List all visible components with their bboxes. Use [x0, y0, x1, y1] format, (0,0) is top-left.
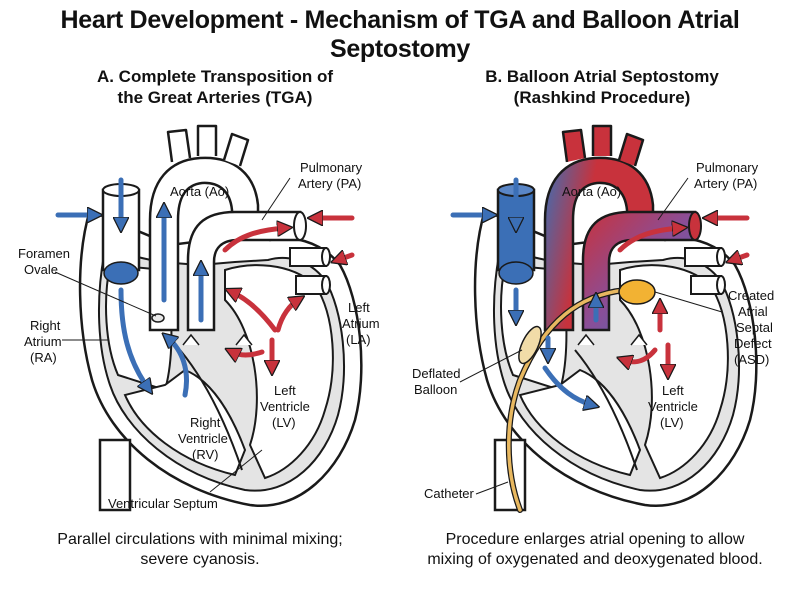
- panel-b-heart: Aorta (Ao) Pulmonary Artery (PA) Created…: [412, 124, 774, 513]
- label-asd-line1-b: Created: [728, 288, 774, 303]
- panel-b-caption: Procedure enlarges atrial opening to all…: [405, 530, 785, 570]
- ventricular-septum-b: [574, 349, 638, 471]
- red-arrow-lv-b: [624, 347, 658, 362]
- pulm-vein-upper-b: [684, 247, 722, 267]
- pulm-vein-upper-end-a: [321, 247, 331, 267]
- leader-lines-a: [54, 177, 291, 493]
- panel-a-caption-line1: Parallel circulations with minimal mixin…: [57, 531, 343, 548]
- aortic-branches-b: [561, 124, 645, 167]
- label-catheter-b: Catheter: [424, 486, 475, 501]
- panel-b-title-line2: (Rashkind Procedure): [513, 88, 691, 107]
- label-la-line2-a: Atrium: [342, 316, 380, 331]
- label-la-line1-a: Left: [348, 300, 370, 315]
- label-asd-line5-b: (ASD): [734, 352, 769, 367]
- label-lv-line1-b: Left: [662, 383, 684, 398]
- label-pa-line1-b: Pulmonary: [696, 160, 759, 175]
- label-rv-line3-a: (RV): [192, 447, 218, 462]
- label-balloon-line1-b: Deflated: [412, 366, 460, 381]
- label-rv-line2-a: Ventricle: [178, 431, 228, 446]
- panel-b-caption-line2: mixing of oxygenated and deoxygenated bl…: [427, 551, 763, 568]
- pulm-vein-lower-end-a: [321, 275, 331, 295]
- label-septum-a: Ventricular Septum: [108, 496, 218, 511]
- label-asd-line3-b: Septal: [736, 320, 773, 335]
- label-aorta-b: Aorta (Ao): [562, 184, 621, 199]
- pulm-vein-upper-a: [289, 247, 327, 267]
- label-rv-line1-a: Right: [190, 415, 221, 430]
- red-arrow-pa-b: [617, 228, 680, 253]
- panel-a-title-line2: the Great Arteries (TGA): [117, 88, 313, 107]
- label-pa-line2-a: Artery (PA): [298, 176, 361, 191]
- red-arrow-in-lower-b: [733, 255, 750, 260]
- label-fo-line2-a: Ovale: [24, 262, 58, 277]
- label-lv-line2-b: Ventricle: [648, 399, 698, 414]
- pa-end-a: [293, 211, 307, 241]
- label-pa-line1-a: Pulmonary: [300, 160, 363, 175]
- oxygenated-flow-b: [617, 218, 750, 372]
- label-balloon-line2-b: Balloon: [414, 382, 457, 397]
- label-pa-line2-b: Artery (PA): [694, 176, 757, 191]
- deoxygenated-flow-b: [450, 177, 596, 405]
- deflated-balloon: [518, 325, 542, 365]
- deoxygenated-flow-a: [55, 177, 201, 398]
- label-asd-line4-b: Defect: [734, 336, 772, 351]
- valves-a: [182, 333, 253, 346]
- pa-end-b: [688, 211, 702, 241]
- leader-lines-b: [459, 177, 723, 495]
- red-arrow-la-a: [232, 292, 278, 333]
- ra-inflow-a: [103, 261, 139, 285]
- label-ra-line1-a: Right: [30, 318, 61, 333]
- red-arrow-la2-a: [275, 300, 298, 333]
- label-fo-line1-a: Foramen: [18, 246, 70, 261]
- label-lv-line3-a: (LV): [272, 415, 296, 430]
- red-arrow-in-lower-a: [338, 255, 355, 260]
- label-lv-line2-a: Ventricle: [260, 399, 310, 414]
- aorta-vessel-a: [148, 156, 260, 332]
- aortic-branches-a: [166, 124, 250, 167]
- label-asd-line2-b: Atrial: [738, 304, 768, 319]
- label-aorta-a: Aorta (Ao): [170, 184, 229, 199]
- label-la-line3-a: (LA): [346, 332, 371, 347]
- inflated-balloon: [618, 279, 656, 305]
- panel-b-title: B. Balloon Atrial Septostomy (Rashkind P…: [432, 66, 772, 108]
- ra-inflow-b: [498, 261, 534, 285]
- blue-arrow-rv-a: [168, 338, 189, 398]
- blue-arrow-ra-a: [118, 287, 148, 388]
- panel-a-title-line1: A. Complete Transposition of: [96, 67, 334, 86]
- panel-a-heart: Aorta (Ao) Pulmonary Artery (PA) Foramen…: [18, 124, 380, 512]
- label-ra-line2-a: Atrium: [24, 334, 62, 349]
- label-lv-line3-b: (LV): [660, 415, 684, 430]
- aorta-vessel-b: [543, 156, 655, 332]
- panel-a-caption-line2: severe cyanosis.: [140, 551, 260, 568]
- pulm-vein-lower-end-b: [716, 275, 726, 295]
- panel-a-caption: Parallel circulations with minimal mixin…: [10, 530, 390, 570]
- label-ra-line3-a: (RA): [30, 350, 57, 365]
- ivc-a: [98, 438, 132, 512]
- catheter-core: [507, 288, 627, 512]
- pulm-vein-upper-end-b: [716, 247, 726, 267]
- ventricular-septum-a: [179, 349, 243, 471]
- red-arrow-pa-a: [222, 228, 285, 253]
- red-arrow-lv2-a: [232, 352, 265, 355]
- panel-b-title-line1: B. Balloon Atrial Septostomy: [485, 67, 719, 86]
- main-title: Heart Development - Mechanism of TGA and…: [60, 6, 740, 63]
- blue-arrow-rv-b: [542, 365, 592, 405]
- label-lv-line1-a: Left: [274, 383, 296, 398]
- oxygenated-flow-a: [222, 218, 355, 368]
- valves-b: [577, 333, 648, 346]
- panel-b-caption-line1: Procedure enlarges atrial opening to all…: [445, 531, 745, 548]
- panel-a-title: A. Complete Transposition of the Great A…: [45, 66, 385, 108]
